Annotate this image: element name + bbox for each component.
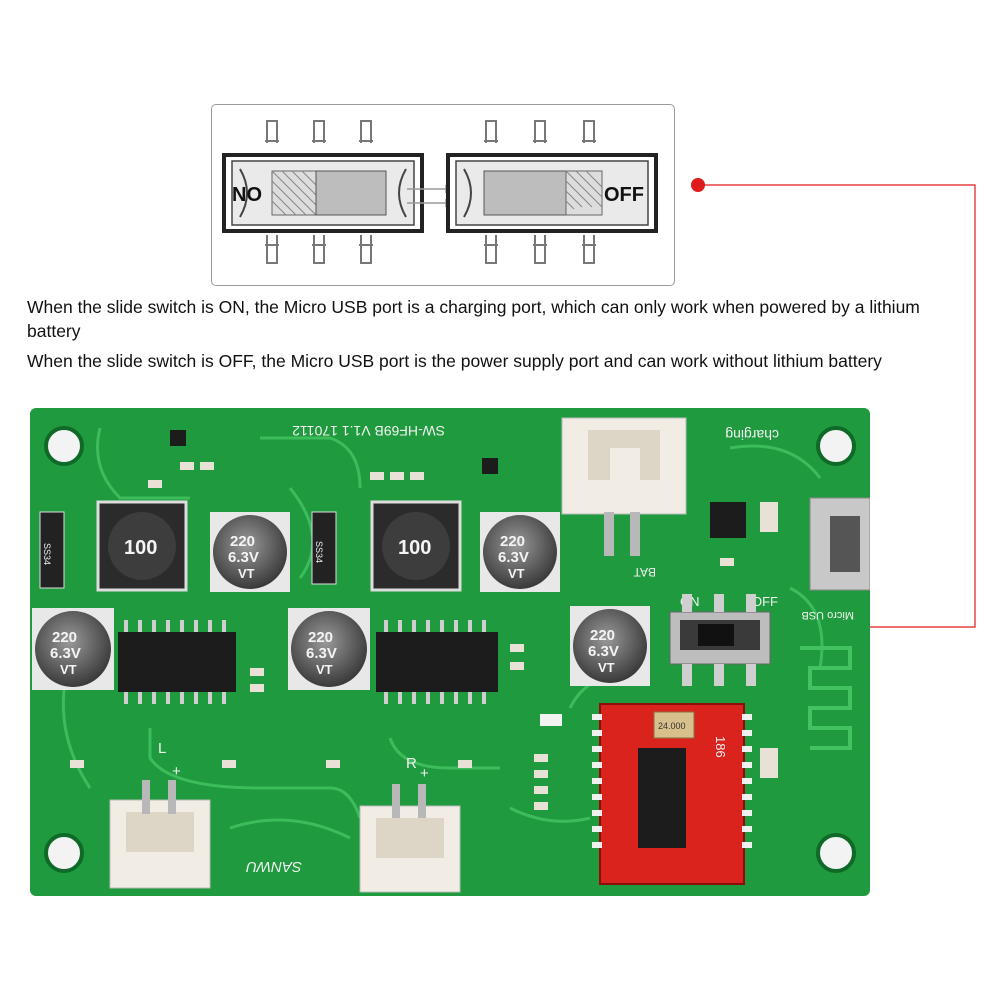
caption-switch-off: When the slide switch is OFF, the Micro … [27, 351, 882, 371]
smd-components [70, 430, 778, 810]
capacitor-5: 220 6.3V VT [570, 606, 650, 686]
bluetooth-module: 24.000 186 [592, 703, 752, 885]
capacitor-2-value: 220 [500, 533, 525, 550]
charging-label: charging [725, 427, 779, 443]
speaker-connector-right [359, 784, 461, 893]
svg-text:SS34: SS34 [314, 541, 324, 563]
off-switch-body [446, 153, 658, 233]
capacitor-2-series: VT [508, 566, 525, 581]
diode-middle: SS34 [311, 511, 337, 585]
pointer-dot-top [691, 178, 705, 192]
crystal-label: 24.000 [658, 721, 686, 731]
amplifier-ic-right [376, 620, 498, 704]
switch-off-silk: OFF [752, 594, 778, 609]
left-channel-label: L [158, 740, 166, 757]
mounting-holes [44, 426, 856, 873]
capacitor-3-voltage: 6.3V [50, 645, 81, 662]
speaker-connector-left [109, 780, 211, 889]
chip-label: 186 [713, 736, 728, 758]
pcb-illustration: SW-HF69B V1.1 170112 charging SANWU ON O… [30, 408, 871, 896]
off-switch-bottom-pins [484, 235, 596, 264]
capacitor-4-value: 220 [308, 629, 333, 646]
capacitor-4-voltage: 6.3V [306, 645, 337, 662]
capacitor-1-voltage: 6.3V [228, 549, 259, 566]
bluetooth-antenna [800, 646, 852, 750]
micro-usb-port [809, 497, 871, 591]
micro-usb-label: Micro USB [801, 609, 854, 621]
inductor-middle-value: 100 [398, 537, 431, 559]
battery-connector [561, 417, 687, 556]
capacitor-1-value: 220 [230, 533, 255, 550]
inductor-left: 100 [96, 500, 188, 592]
right-channel-label: R [406, 755, 417, 772]
amplifier-ic-left [118, 620, 236, 704]
on-switch-bottom-pins [265, 235, 373, 264]
capacitor-5-value: 220 [590, 627, 615, 644]
on-switch-body [222, 153, 424, 233]
capacitor-5-voltage: 6.3V [588, 643, 619, 660]
capacitor-2-voltage: 6.3V [498, 549, 529, 566]
brand-label: SANWU [246, 858, 302, 875]
capacitor-3-series: VT [60, 662, 77, 677]
caption-switch-on: When the slide switch is ON, the Micro U… [27, 297, 920, 341]
diode-left: SS34 [39, 511, 65, 589]
model-label: SW-HF69B V1.1 170112 [292, 423, 445, 439]
capacitor-3: 220 6.3V VT [32, 608, 114, 690]
switch-diagram-panel: NO OFF [211, 104, 675, 286]
inductor-middle: 100 [370, 500, 462, 592]
svg-text:SS34: SS34 [42, 543, 52, 565]
on-switch-top-pins [265, 120, 373, 143]
capacitor-5-series: VT [598, 660, 615, 675]
board-slide-switch [669, 594, 771, 686]
off-switch-top-pins [484, 120, 596, 143]
switch-diagram: NO OFF [222, 120, 658, 264]
right-channel-plus: + [420, 765, 429, 782]
off-label: OFF [604, 184, 644, 206]
on-label: NO [232, 184, 262, 206]
capacitor-3-value: 220 [52, 629, 77, 646]
capacitor-1: 220 6.3V VT [210, 512, 290, 592]
inductor-left-value: 100 [124, 537, 157, 559]
bat-label: BAT [633, 565, 656, 579]
capacitor-4: 220 6.3V VT [288, 608, 370, 690]
capacitor-1-series: VT [238, 566, 255, 581]
capacitor-4-series: VT [316, 662, 333, 677]
capacitor-2: 220 6.3V VT [480, 512, 560, 592]
left-channel-plus: + [172, 763, 181, 780]
pcb-board: SW-HF69B V1.1 170112 charging SANWU ON O… [30, 408, 871, 896]
